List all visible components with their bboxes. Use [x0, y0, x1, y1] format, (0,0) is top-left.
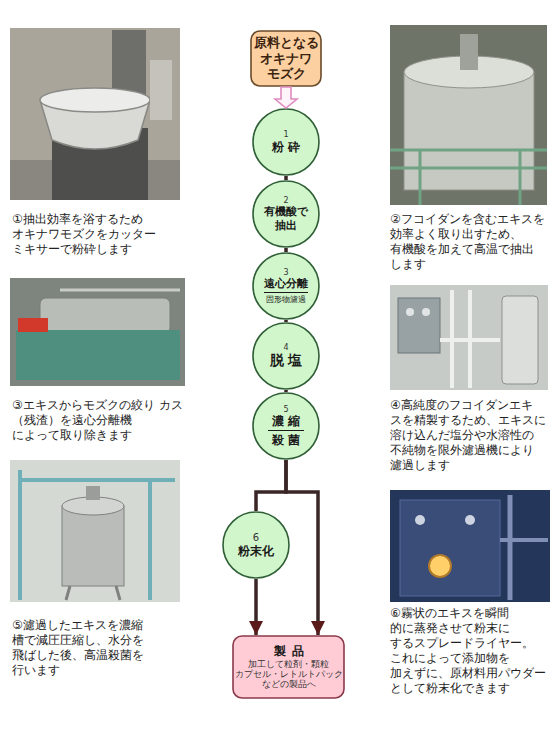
- process-circle: 6粉末化: [222, 511, 290, 579]
- node-text: 濃縮: [268, 414, 304, 431]
- node-text: 殺菌: [268, 433, 304, 448]
- gauge: [465, 515, 475, 525]
- node-text: 遠心分離: [264, 277, 308, 292]
- node-text: 有機酸で 抽出: [260, 205, 312, 232]
- process-circle-shape: [253, 393, 319, 459]
- photo-background: [10, 278, 185, 386]
- sight-glass: [429, 555, 451, 577]
- railing: [390, 149, 547, 152]
- step-number: 3: [283, 268, 288, 278]
- process-circle-shape: [253, 109, 319, 175]
- machine-panel: [150, 60, 172, 120]
- node-text: 製品: [268, 644, 310, 659]
- process-circle-shape: [253, 181, 319, 247]
- flow-line: [284, 390, 288, 392]
- photo-background: [390, 25, 547, 205]
- maker-plate: [18, 318, 48, 332]
- node-content: 5濃縮殺菌: [252, 392, 320, 460]
- tank-valve: [86, 486, 100, 500]
- node-text: 原料となる オキナワ モズク: [252, 35, 320, 83]
- flow-line: [284, 176, 288, 180]
- photo-caption: ②フコイダンを含むエキスを 効率よく取り出すため、 有機酸を加えて高温で抽出 し…: [390, 212, 556, 272]
- process-circle: 4脱塩: [252, 322, 320, 390]
- centrifuge-base: [16, 330, 180, 380]
- node-content: 3遠心分離固形物濾過: [252, 252, 320, 320]
- process-circle: 1粉砕: [252, 108, 320, 176]
- node-content: 製品加工して粒剤・顆粒 カプセル・レトルトパック などの製品へ: [232, 635, 345, 699]
- process-circle-shape: [253, 323, 319, 389]
- gauge: [415, 515, 425, 525]
- process-circle-shape: [223, 512, 289, 578]
- railing: [390, 167, 547, 170]
- control-panel: [398, 298, 440, 353]
- step-number: 1: [283, 130, 288, 140]
- photo-background: [10, 460, 180, 602]
- process-circle-shape: [253, 253, 319, 319]
- step-number: 2: [283, 196, 288, 206]
- node-text: 粉砕: [268, 140, 304, 155]
- flow-line: [286, 460, 318, 635]
- photo-caption: ③エキスからモズクの絞り カス（残渣）を遠心分離機 によって取り除きます: [12, 398, 194, 443]
- photo-caption: ①抽出効率を浴するため オキナワモズクをカッター ミキサーで粉砕します: [12, 212, 194, 257]
- photo-caption: ④高純度のフコイダンエキ スを精製するため、エキスに 溶け込んだ塩分や水溶性の …: [390, 398, 556, 473]
- flow-line: [284, 248, 288, 252]
- photo-background: [10, 28, 180, 200]
- railing-post: [419, 150, 422, 205]
- pipe: [500, 538, 548, 542]
- photo-caption: ⑤濾過したエキスを濃縮 槽で減圧圧縮し、水分を 飛ばした後、高温殺菌を 行います: [12, 618, 190, 678]
- node-content: 6粉末化: [222, 511, 290, 579]
- photo-caption: ⑥霧状のエキスを瞬間 的に蒸発させて粉末に するスプレードライヤー。 これによっ…: [390, 606, 556, 696]
- flow-line: [284, 320, 288, 322]
- node-content: 原料となる オキナワ モズク: [250, 30, 322, 87]
- product-box: 製品加工して粒剤・顆粒 カプセル・レトルトパック などの製品へ: [232, 635, 345, 699]
- tank-leg: [116, 586, 120, 600]
- pipe: [148, 480, 152, 600]
- photo-background: [390, 490, 550, 602]
- block-arrow: [275, 87, 297, 108]
- flow-line: [254, 579, 258, 635]
- pipe: [440, 338, 500, 342]
- process-circle: 2有機酸で 抽出: [252, 180, 320, 248]
- step-number: 6: [253, 532, 259, 544]
- gauge: [422, 308, 430, 316]
- photo-background: [390, 285, 548, 390]
- tank-motor: [460, 34, 478, 70]
- node-text: 加工して粒剤・顆粒 カプセル・レトルトパック などの製品へ: [234, 659, 344, 690]
- flow-line: [256, 460, 286, 511]
- centrifuge-drum: [40, 298, 170, 334]
- source-box: 原料となる オキナワ モズク: [250, 30, 322, 87]
- gauge: [406, 308, 414, 316]
- concentration-tank: [62, 506, 124, 586]
- tank-leg: [66, 586, 70, 600]
- node-content: 4脱塩: [252, 322, 320, 390]
- dryer-body: [400, 500, 500, 596]
- step-number: 4: [283, 343, 288, 353]
- node-text: 粉末化: [238, 544, 274, 559]
- node-text: 脱塩: [266, 352, 306, 369]
- node-content: 1粉砕: [252, 108, 320, 176]
- pipe: [60, 289, 180, 292]
- rounded-box-shape: [233, 636, 344, 698]
- node-text: 固形物濾過: [266, 295, 306, 305]
- process-circle: 3遠心分離固形物濾過: [252, 252, 320, 320]
- pipe: [18, 470, 22, 600]
- railing-post: [519, 150, 522, 205]
- node-content: 2有機酸で 抽出: [252, 180, 320, 248]
- mixer-bowl-rim: [40, 88, 150, 112]
- process-circle: 5濃縮殺菌: [252, 392, 320, 460]
- pipe: [508, 495, 513, 600]
- filter-tank: [502, 296, 538, 384]
- step-number: 5: [283, 405, 288, 415]
- rounded-box-shape: [251, 31, 321, 86]
- extraction-tank: [404, 72, 534, 190]
